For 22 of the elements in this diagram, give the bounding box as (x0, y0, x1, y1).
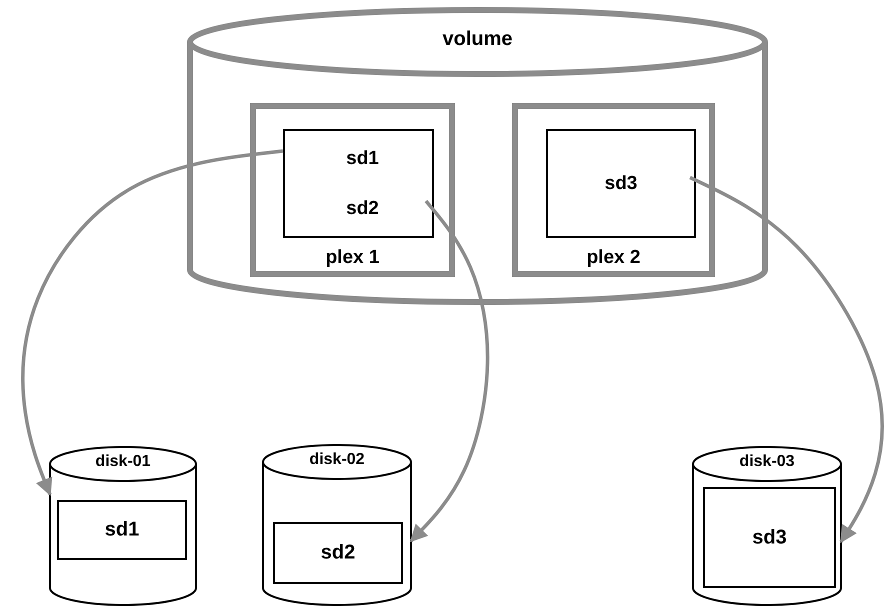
plex-box (512, 103, 715, 277)
subdisk-label: sd2 (346, 198, 379, 220)
subdisk-label: sd1 (346, 148, 379, 170)
plex-label: plex 1 (326, 247, 380, 269)
subdisk-label: sd3 (752, 526, 787, 549)
arrow (689, 176, 884, 544)
subdisk-label: sd2 (320, 542, 356, 564)
subdisk-box (273, 522, 403, 584)
volume-label: volume (442, 28, 513, 51)
disk-label: disk-01 (95, 453, 151, 471)
subdisk-box (283, 129, 434, 238)
subdisk-box (57, 500, 187, 560)
plex-box (250, 103, 455, 277)
subdisk-label: sd3 (604, 172, 638, 194)
disk-label: disk-02 (309, 451, 365, 469)
plex-label: plex 2 (586, 247, 640, 269)
disk-label: disk-03 (739, 453, 795, 471)
subdisk-label: sd1 (104, 518, 140, 542)
subdisk-box (546, 129, 696, 238)
arrow (410, 200, 490, 542)
subdisk-box (703, 487, 836, 588)
arrow (21, 149, 284, 496)
